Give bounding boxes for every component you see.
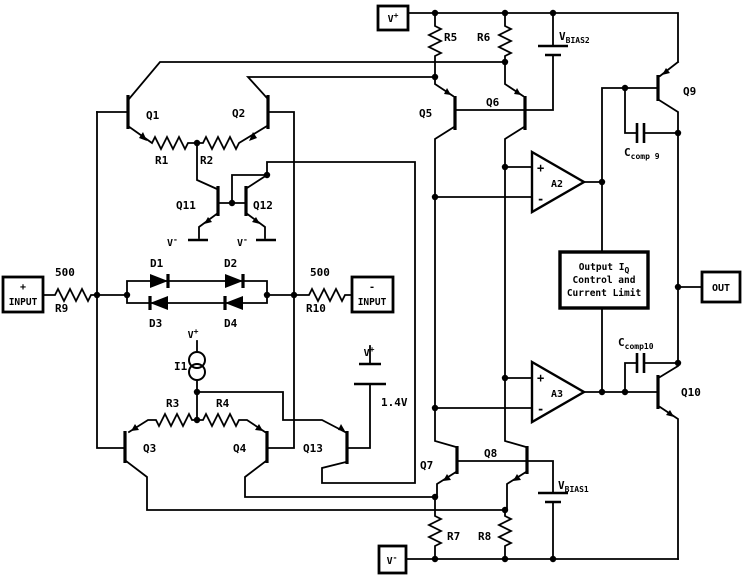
iq-block-line3: Current Limit <box>567 288 641 299</box>
vplus-terminal-label: V+ <box>388 11 399 25</box>
q5-label: Q5 <box>419 107 432 120</box>
q7-label: Q7 <box>420 459 433 472</box>
q12-label: Q12 <box>253 199 273 212</box>
r2-label: R2 <box>200 154 213 167</box>
a3-plus-input-sign: + <box>537 371 544 385</box>
battery-value-label: 1.4V <box>381 396 408 409</box>
vbias2-battery <box>538 44 568 57</box>
arrows-and-diodes <box>131 68 674 481</box>
a2-label: A2 <box>551 179 563 190</box>
q9-label: Q9 <box>683 85 696 98</box>
r4-label: R4 <box>216 397 230 410</box>
r9-label: R9 <box>55 302 68 315</box>
wires-top-rail <box>407 12 680 111</box>
labels: V+ V- + INPUT - INPUT OUT Output IQ Cont… <box>9 11 730 567</box>
a2-plus-input-sign: + <box>537 161 544 175</box>
a3-minus-input-sign: - <box>537 402 544 416</box>
q6-label: Q6 <box>486 96 500 109</box>
ccomp9-label: Ccomp 9 <box>624 146 660 161</box>
q3-label: Q3 <box>143 442 156 455</box>
ccomp9-capacitor <box>635 123 646 143</box>
r8-label: R8 <box>478 530 491 543</box>
r1-label: R1 <box>155 154 169 167</box>
i1-vplus-label: V+ <box>188 327 199 341</box>
junction-dots <box>93 9 682 563</box>
iq-control-block <box>558 250 650 310</box>
iq-block-line1: Output IQ <box>579 262 630 275</box>
out-terminal-box <box>700 270 742 304</box>
input-minus-word: INPUT <box>358 297 387 308</box>
q11-label: Q11 <box>176 199 196 212</box>
major-components <box>1 4 742 575</box>
q11-vminus-label: V- <box>167 235 178 249</box>
vminus-terminal-box <box>377 544 408 575</box>
vminus-terminal-label: V- <box>387 553 398 567</box>
transistor-bars <box>123 75 660 474</box>
r5-label: R5 <box>444 31 457 44</box>
input-plus-sign: + <box>20 282 26 293</box>
a3-label: A3 <box>551 389 563 400</box>
input-plus-word: INPUT <box>9 297 38 308</box>
battery-1v4 <box>354 362 386 386</box>
current-source-i1-circle-top <box>188 351 206 369</box>
d3-label: D3 <box>149 317 162 330</box>
q13-label: Q13 <box>303 442 323 455</box>
input-minus-sign: - <box>369 282 375 293</box>
q10-label: Q10 <box>681 386 701 399</box>
r6-label: R6 <box>477 31 491 44</box>
d4-label: D4 <box>224 317 238 330</box>
i1-label: I1 <box>174 360 188 373</box>
d1-label: D1 <box>150 257 164 270</box>
input-minus-terminal-box <box>350 275 395 314</box>
out-terminal-label: OUT <box>712 283 730 294</box>
d2-label: D2 <box>224 257 237 270</box>
q4-label: Q4 <box>233 442 247 455</box>
battery-vplus-label: V+ <box>364 345 375 359</box>
q2-label: Q2 <box>232 107 245 120</box>
ccomp10-capacitor <box>635 353 646 373</box>
vbias2-label: VBIAS2 <box>559 30 590 45</box>
r9-value: 500 <box>55 266 75 279</box>
current-source-i1-circle-bottom <box>188 363 206 381</box>
amplifier-a3-triangle <box>530 359 587 425</box>
wires-bottom-rail <box>405 460 679 560</box>
diode-triangles <box>150 274 243 310</box>
input-plus-terminal-box <box>1 275 45 314</box>
ccomp10-label: Ccomp10 <box>618 336 654 351</box>
q1-label: Q1 <box>146 109 160 122</box>
amplifier-a2-triangle <box>530 149 587 215</box>
r3-label: R3 <box>166 397 179 410</box>
a2-minus-input-sign: - <box>537 192 544 206</box>
vbias1-label: VBIAS1 <box>558 479 589 494</box>
r10-label: R10 <box>306 302 326 315</box>
wires-gain-stage <box>434 87 703 560</box>
vbias1-battery <box>538 491 568 504</box>
vplus-terminal-box <box>376 4 410 32</box>
q12-vminus-label: V- <box>237 235 248 249</box>
q8-label: Q8 <box>484 447 497 460</box>
r10-value: 500 <box>310 266 330 279</box>
wires-bottom-input-stage <box>124 340 506 511</box>
iq-block-line2: Control and <box>573 275 636 286</box>
r7-label: R7 <box>447 530 460 543</box>
